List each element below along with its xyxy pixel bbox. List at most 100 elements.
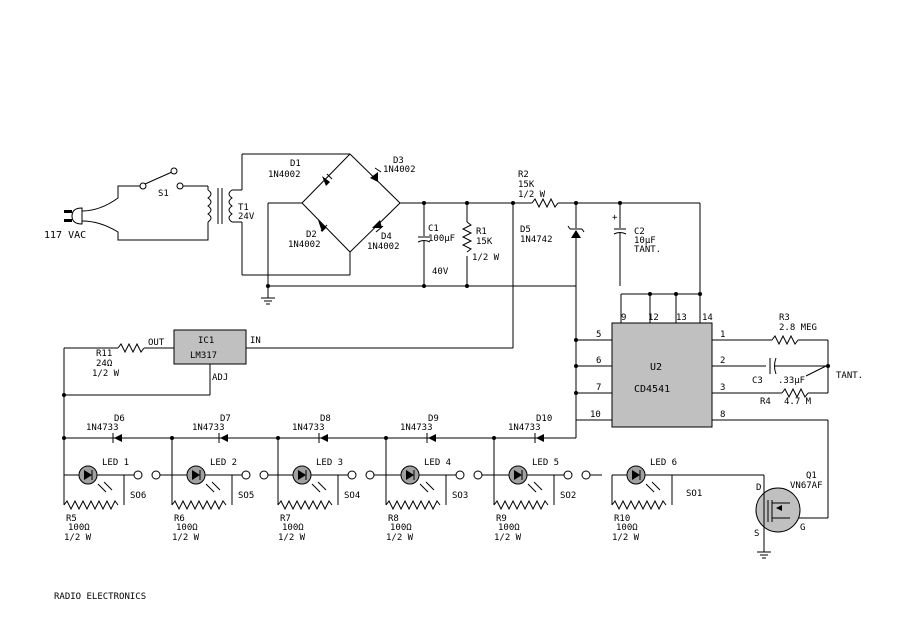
socket-label: SO4 [344,491,360,501]
resistor-zigzag [493,499,549,511]
c2-plus: + [612,213,618,223]
u2-pin3: 3 [720,383,725,393]
t1-voltage: 24V [238,212,255,222]
resistor-label: R6 [174,514,185,524]
resistor-label: R8 [388,514,399,524]
socket-icon [241,470,251,480]
light-ray [97,483,107,493]
led-arrow [514,470,522,480]
r1-watt: 1/2 W [472,253,500,263]
led-arrow [192,470,200,480]
socket-icon [581,470,591,480]
light-ray [645,483,655,493]
r4-label: R4 [760,397,771,407]
u2-pin2: 2 [720,356,725,366]
socket-label: SO3 [452,491,468,501]
light-ray [103,481,113,491]
socket-icon [259,470,269,480]
c1-label: C1 [428,224,439,234]
zener-label: D6 [114,414,125,424]
resistor-zigzag [277,499,333,511]
u2-pin12: 12 [648,313,659,323]
zener-part: 1N4733 [86,423,119,433]
zener-body [220,434,228,442]
led-arrow [632,470,640,480]
ac-plug [64,185,209,241]
light-ray [527,483,537,493]
r3-label: R3 [779,313,790,323]
led-label: LED 2 [210,458,237,468]
c3-value: .33µF [778,376,805,386]
zener-body [114,434,122,442]
socket-label: SO5 [238,491,254,501]
led-arrow [298,470,306,480]
c2-value: 10µF [634,236,656,246]
d1-label: D1 [290,159,301,169]
q1-gate: G [800,523,805,533]
footer-credit: RADIO ELECTRONICS [54,592,146,602]
u2-pin5: 5 [596,330,601,340]
d5-label: D5 [520,225,531,235]
r2-label: R2 [518,170,529,180]
q1-label: Q1 [806,471,817,481]
resistor-value: 100Ω [176,523,198,533]
resistor-zigzag [63,499,119,511]
c1-voltage: 40V [432,267,449,277]
resistor-value: 100Ω [498,523,520,533]
resistor-value: 100Ω [390,523,412,533]
socket-icon [455,470,465,480]
socket-icon [151,470,161,480]
c2-type: TANT. [634,245,661,255]
resistor-zigzag [611,499,667,511]
socket-icon [563,470,573,480]
light-ray [425,481,435,491]
transformer-t1 [207,188,242,224]
r1-label: R1 [476,227,487,237]
u2-pin9: 9 [621,313,626,323]
u2-pin14: 14 [702,313,713,323]
c1-value: 100µF [428,234,455,244]
bridge-rectifier [241,153,401,298]
r3-value: 2.8 MEG [779,323,817,333]
r11-label: R11 [96,349,112,359]
resistor-value: 100Ω [616,523,638,533]
resistor-watt: 1/2 W [386,533,414,543]
q1-source: S [754,529,759,539]
socket-label: SO2 [560,491,576,501]
switch-s1 [139,167,209,190]
resistor-value: 100Ω [282,523,304,533]
q1-drain: D [756,483,761,493]
resistor-zigzag [171,499,227,511]
led-label: LED 1 [102,458,129,468]
d2-part: 1N4002 [288,240,321,250]
plug-label: 117 VAC [44,230,86,241]
zener-part: 1N4733 [400,423,433,433]
r11-value: 24Ω [96,359,113,369]
ic-u2 [574,286,828,428]
u2-pin13: 13 [676,313,687,323]
zener-body [428,434,436,442]
resistor-value: 100Ω [68,523,90,533]
supply-rails [266,197,701,348]
u2-label: U2 [650,362,662,373]
u2-part: CD4541 [634,384,670,395]
u2-pin7: 7 [596,383,601,393]
r11-watt: 1/2 W [92,369,120,379]
resistor-label: R10 [614,514,630,524]
zener-body [536,434,544,442]
light-ray [311,483,321,493]
socket-icon [133,470,143,480]
d3-part: 1N4002 [383,165,416,175]
light-ray [533,481,543,491]
d2-label: D2 [306,230,317,240]
q1-part: VN67AF [790,481,823,491]
